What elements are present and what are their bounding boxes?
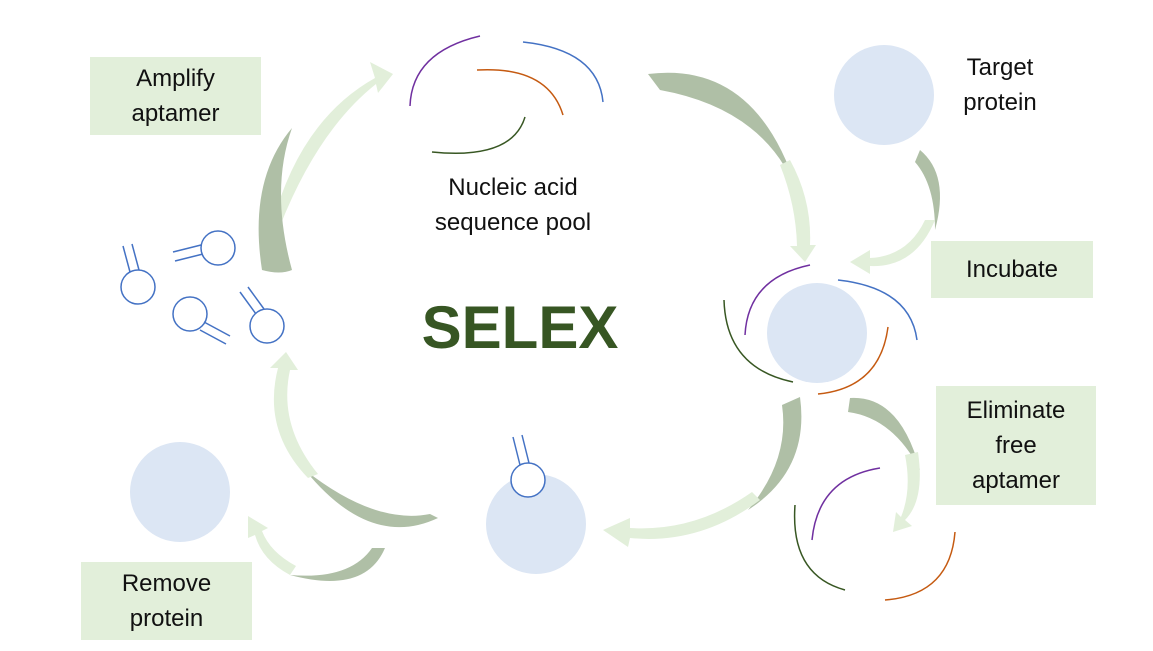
complex-strand-blue [837, 279, 918, 341]
removed-protein-circle [130, 442, 230, 542]
free-strand-green [793, 504, 846, 591]
pool-strand-green [431, 116, 526, 154]
bound-aptamer-stem-2 [521, 434, 530, 464]
complex-to-eliminate-arrow-dark [848, 397, 920, 470]
step-box-incubate: Incubate [931, 241, 1093, 298]
cycle-arrow-lower-left-light [270, 352, 318, 478]
cycle-arrow-lower-right-light [603, 492, 760, 547]
remove-protein-arrow-dark [290, 548, 385, 581]
target-to-incubate-arrow-light [850, 220, 935, 274]
cycle-arrow-upper-right-light [780, 160, 816, 262]
complex-to-eliminate-arrow-light [893, 452, 920, 532]
free-strand-orange [884, 531, 956, 601]
cycle-arrow-lower-right-dark [748, 397, 802, 510]
remove-protein-arrow-light [248, 516, 296, 575]
diagram-title: SELEX [421, 294, 619, 361]
target-protein-label: Target protein [963, 54, 1037, 116]
amplified-aptamer-3 [172, 296, 231, 345]
target-protein-circle [834, 45, 934, 145]
complex-strand-orange [817, 326, 889, 395]
complex-strand-green [723, 299, 794, 383]
cycle-arrow-upper-left-dark [258, 128, 292, 273]
amplified-aptamer-4 [239, 286, 285, 344]
bound-protein-circle [486, 474, 586, 574]
complex-strand-purple [744, 264, 811, 336]
bound-aptamer-loop [510, 462, 546, 498]
step-box-amplify-aptamer: Amplify aptamer [90, 57, 261, 135]
complex-protein-circle [767, 283, 867, 383]
cycle-arrow-lower-left-dark [305, 470, 438, 528]
cycle-arrow-upper-left-light [272, 62, 393, 226]
amplified-aptamer-1 [120, 243, 156, 305]
pool-strand-orange [476, 68, 564, 116]
target-to-incubate-arrow-dark [915, 150, 940, 230]
cycle-arrow-upper-right-dark [648, 72, 800, 200]
pool-strand-purple [409, 35, 481, 107]
pool-strand-blue [522, 41, 604, 103]
free-strand-purple [811, 467, 881, 541]
amplified-aptamer-2 [172, 230, 236, 266]
sequence-pool-label: Nucleic acid sequence pool [434, 174, 592, 236]
step-box-eliminate-free-aptamer: Eliminate free aptamer [936, 386, 1096, 505]
step-box-remove-protein: Remove protein [81, 562, 252, 640]
bound-aptamer-stem-1 [512, 436, 521, 466]
